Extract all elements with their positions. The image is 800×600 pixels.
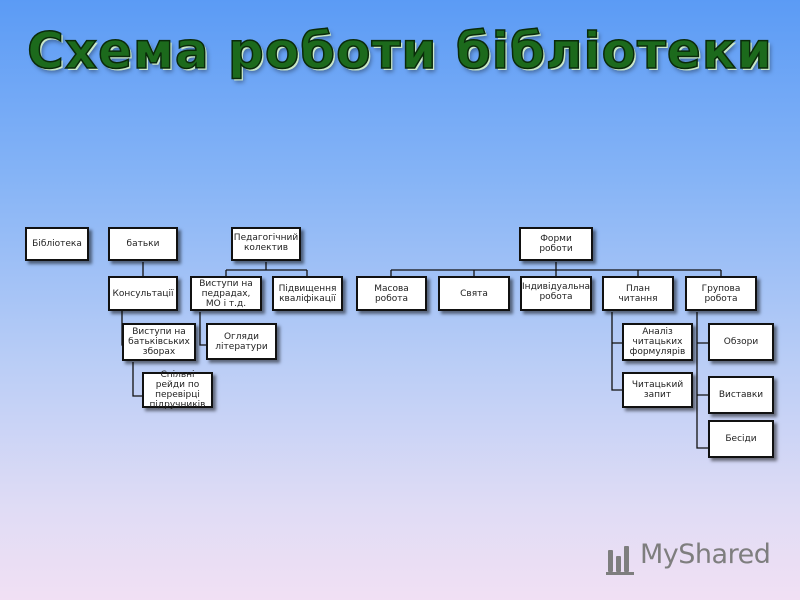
node-plan-chytannia: План читання bbox=[602, 276, 674, 311]
node-masova-robota: Масова робота bbox=[356, 276, 427, 311]
node-formy-roboty: Форми роботи bbox=[519, 227, 593, 261]
node-konsultatsii: Консультації bbox=[108, 276, 178, 311]
node-pedagogichnyi-kolektyv: Педагогічний колектив bbox=[231, 227, 301, 261]
node-vystupy-batkivski-zbory: Виступи на батьківських зборах bbox=[122, 323, 196, 361]
node-ohliady-literatury: Огляди літератури bbox=[206, 323, 277, 360]
page-title: Схема роботи бібліотеки bbox=[26, 21, 773, 81]
node-pidvyshchennia-kvalifikatsii: Підвищення кваліфікації bbox=[272, 276, 343, 311]
myshared-logo-icon bbox=[606, 546, 634, 575]
node-hrupova-robota: Групова робота bbox=[685, 276, 757, 311]
watermark-text: MyShared bbox=[640, 539, 771, 570]
node-vystupy-pedrady: Виступи на педрадах, МО і т.д. bbox=[190, 276, 262, 311]
node-besidy: Бесіди bbox=[708, 420, 774, 458]
node-batky: батьки bbox=[108, 227, 178, 261]
node-spilni-reidy: Спільні рейди по перевірці підручників bbox=[142, 370, 213, 410]
node-obzory: Обзори bbox=[708, 323, 774, 361]
node-analiz-formuliariv: Аналіз читацьких формулярів bbox=[622, 323, 693, 361]
node-indyvidualna-robota: Індивідуальна робота bbox=[520, 276, 592, 311]
node-chytatskyi-zapyt: Читацький запит bbox=[622, 372, 693, 408]
node-vystavky: Виставки bbox=[708, 376, 774, 414]
node-biblioteka: Бібліотека bbox=[25, 227, 89, 261]
node-sviata: Свята bbox=[438, 276, 510, 311]
